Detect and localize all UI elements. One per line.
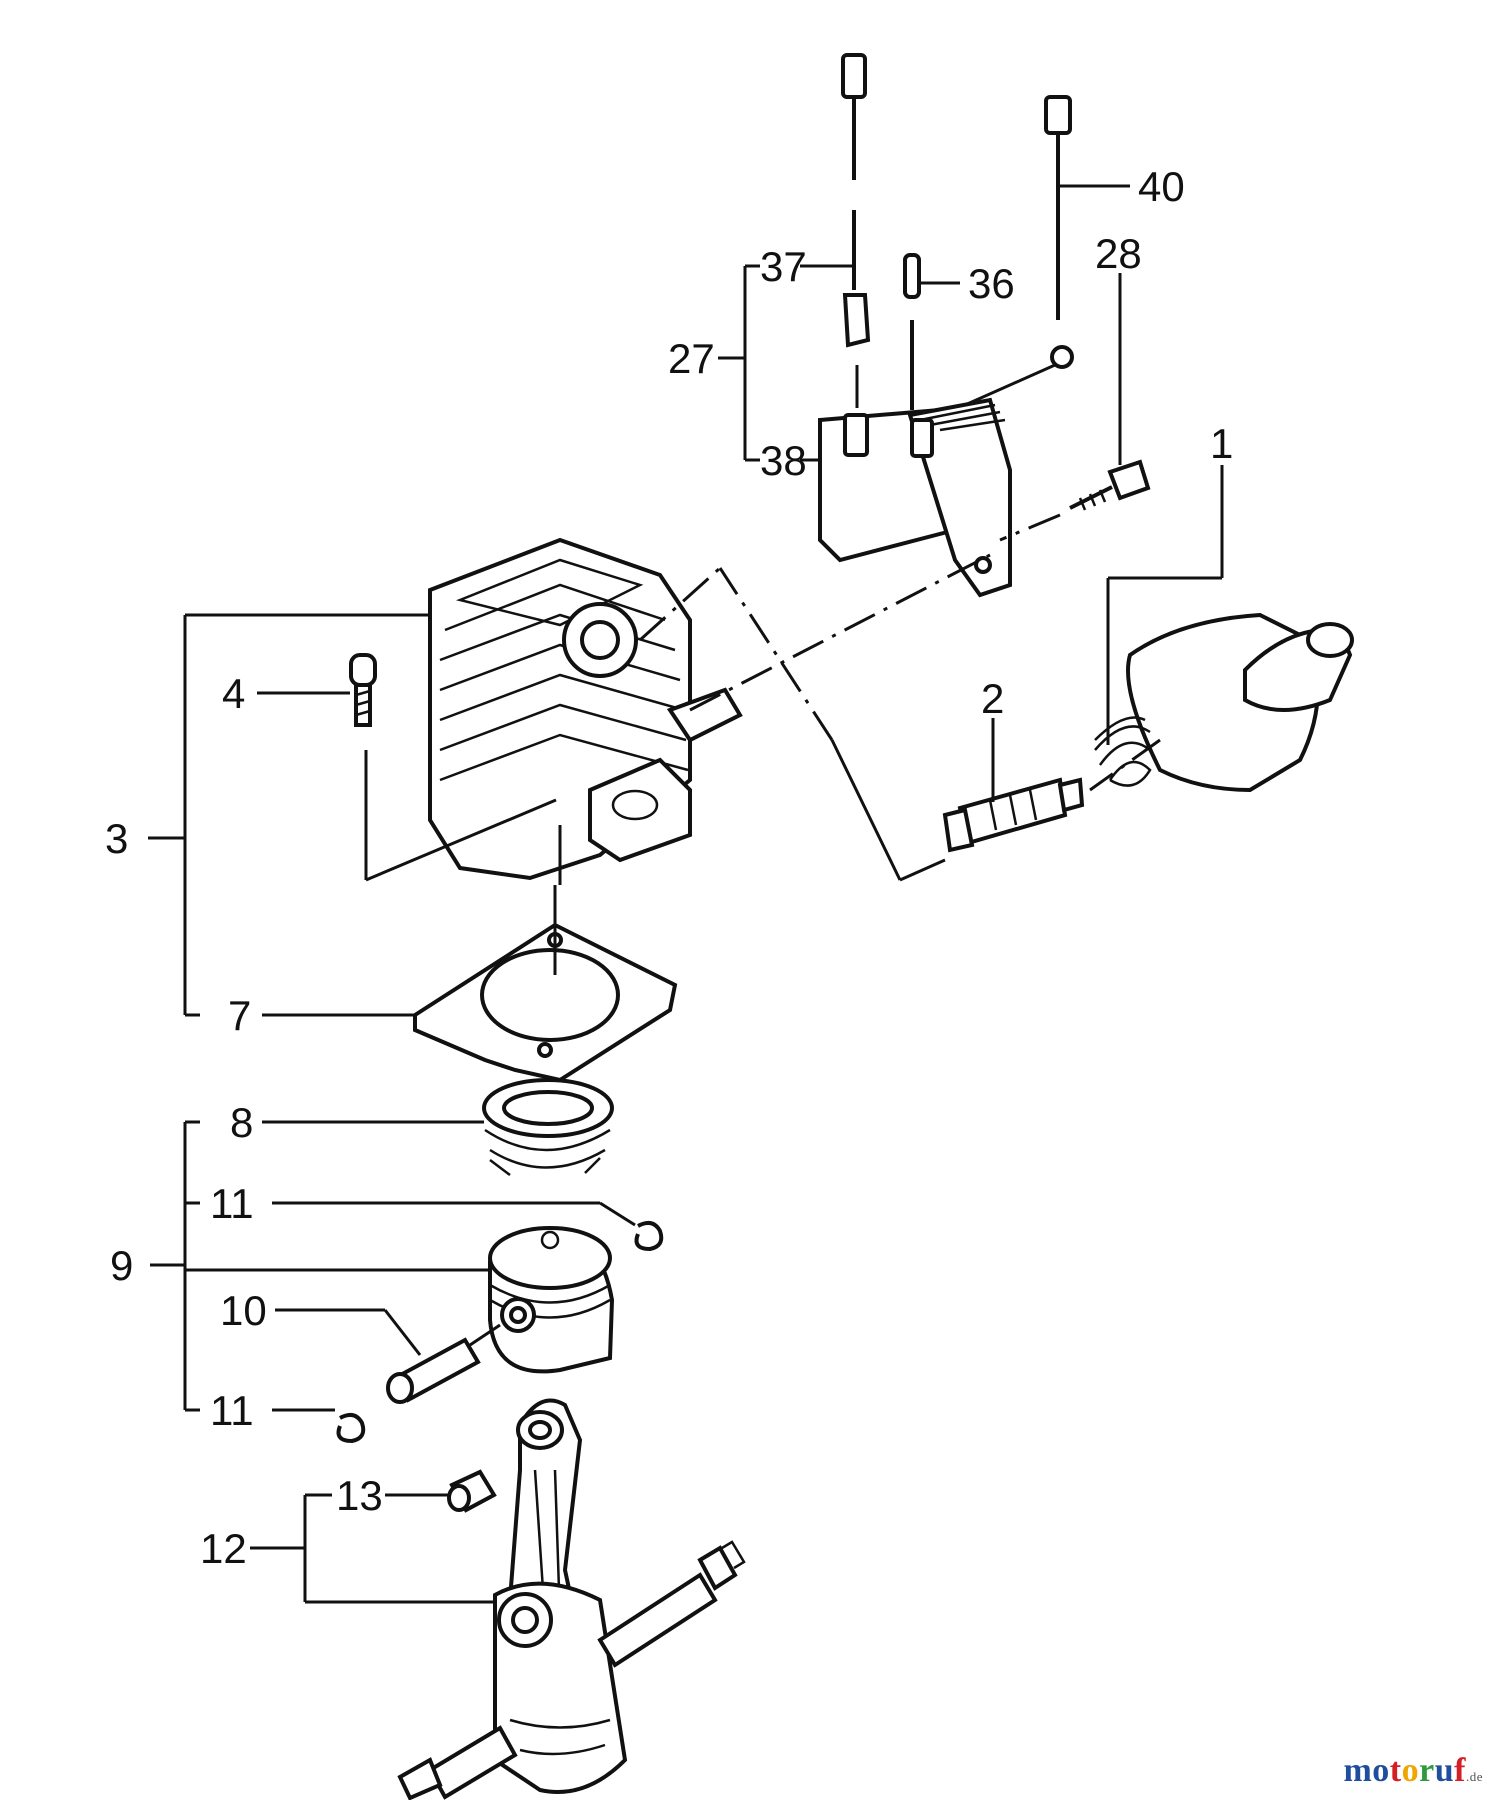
piston-part	[386, 1226, 615, 1404]
motoruf-watermark-logo: motoruf.de	[1343, 1752, 1483, 1790]
callout-1: 1	[1210, 420, 1233, 467]
watermark-letter: f	[1454, 1752, 1466, 1789]
watermark-letter: r	[1419, 1752, 1435, 1789]
callout-9: 9	[110, 1242, 133, 1289]
callout-3: 3	[105, 815, 128, 862]
callout-11-upper: 11	[210, 1180, 254, 1227]
watermark-suffix: .de	[1465, 1769, 1483, 1784]
callout-28: 28	[1095, 230, 1142, 277]
callout-13: 13	[336, 1472, 383, 1519]
callout-2: 2	[981, 675, 1004, 722]
callout-12: 12	[200, 1525, 247, 1572]
callout-7: 7	[228, 992, 251, 1039]
cylinder-part	[428, 537, 991, 885]
watermark-letter: u	[1434, 1752, 1455, 1789]
ignition-coil-assembly	[818, 53, 1074, 598]
callout-40: 40	[1138, 163, 1185, 210]
watermark-letter: o	[1401, 1752, 1420, 1789]
plug-cap-part	[1089, 612, 1354, 793]
piston-rings-part	[482, 1078, 614, 1176]
leader-lines	[148, 184, 1224, 1604]
callout-8: 8	[230, 1099, 253, 1146]
crankshaft-part	[397, 1398, 746, 1800]
screw-4-part	[349, 653, 557, 882]
callout-11-lower: 11	[210, 1387, 254, 1434]
watermark-letter: t	[1389, 1752, 1402, 1789]
watermark-letter: m	[1343, 1752, 1373, 1789]
gasket-part	[413, 885, 678, 1083]
watermark-letter: o	[1372, 1752, 1390, 1789]
watermark-letters: motoruf	[1343, 1752, 1466, 1789]
callout-4: 4	[222, 670, 245, 717]
spark-plug-part	[718, 567, 1085, 882]
callout-36: 36	[968, 260, 1015, 307]
callout-38: 38	[760, 437, 807, 484]
circlip-11-lower-part	[336, 1412, 366, 1444]
part-callouts: 40 28 36 37 27 38 1 2 4 3 7 8 11 9 10 11…	[105, 163, 1233, 1572]
callout-27: 27	[668, 335, 715, 382]
callout-10: 10	[220, 1287, 267, 1334]
circlip-11-upper-part	[634, 1220, 664, 1252]
bolt-28-part	[999, 459, 1151, 542]
callout-37: 37	[760, 243, 807, 290]
